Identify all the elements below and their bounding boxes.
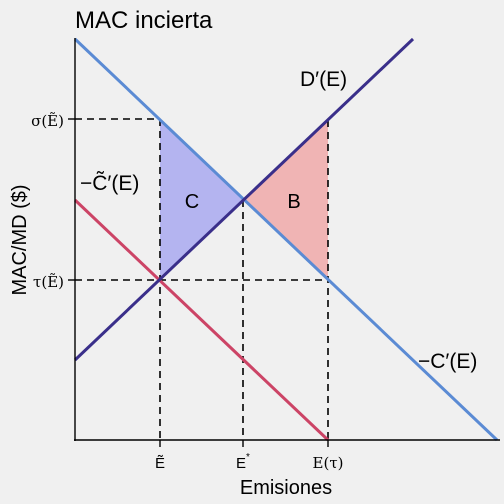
true-mac-curve — [73, 37, 499, 442]
x-tick-etau-label: E(τ) — [313, 454, 344, 472]
damage-curve-label: D′(E) — [300, 68, 347, 91]
uncertain-mac-curve — [73, 198, 330, 442]
region-b-shade — [243, 120, 328, 280]
x-tick-estar-label: E* — [236, 452, 250, 472]
x-tick-estar-base: E — [236, 455, 246, 472]
damage-curve — [73, 37, 415, 362]
tick-marks — [68, 118, 329, 447]
diagram-title: MAC incierta — [75, 7, 213, 34]
true-mac-curve-label: −C′(E) — [418, 350, 477, 373]
region-c-shade — [160, 119, 243, 280]
y-tick-tau-label: τ(Ẽ) — [33, 273, 64, 291]
y-tick-sigma-label: σ(Ẽ) — [31, 112, 64, 130]
x-tick-etilde-label: Ẽ — [155, 455, 165, 472]
uncertain-mac-curve-label: −C̃′(E) — [80, 172, 139, 195]
y-axis-label: MAC/MD ($) — [9, 184, 31, 295]
x-axis-label: Emisiones — [240, 477, 332, 499]
region-c-label: C — [185, 191, 199, 213]
region-b-label: B — [287, 191, 300, 213]
x-tick-estar-superscript: * — [246, 452, 250, 463]
